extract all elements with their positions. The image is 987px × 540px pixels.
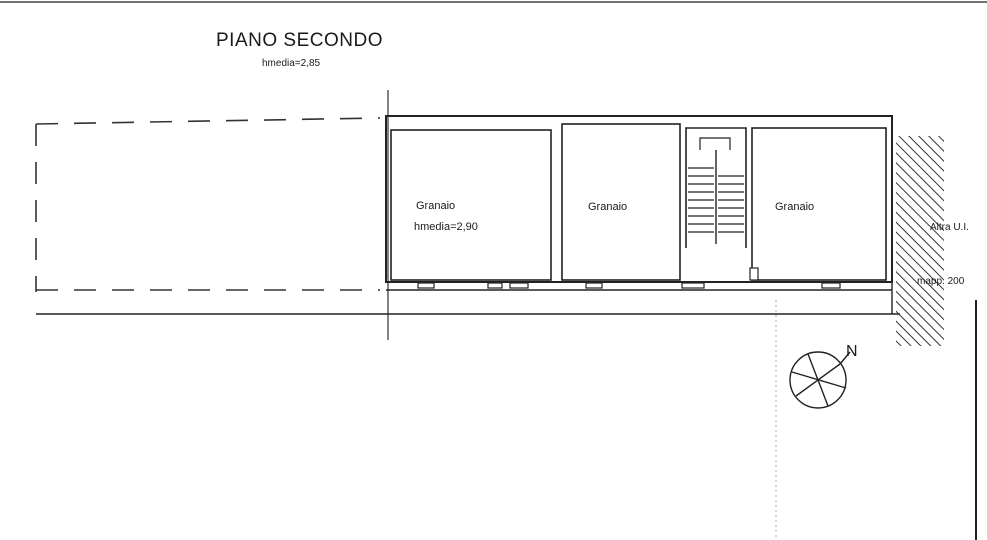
north-label: N <box>846 343 858 360</box>
facade-windows <box>417 267 841 289</box>
room-2-walls <box>561 123 681 281</box>
room-1-walls <box>390 129 552 281</box>
staircase <box>685 127 747 248</box>
room-3-name: Granaio <box>775 201 814 213</box>
room-2-name: Granaio <box>588 201 627 213</box>
neighbor-label: Altra U.I. <box>930 222 969 233</box>
room-1-name: Granaio <box>416 200 455 212</box>
room-3-walls <box>751 127 887 281</box>
neighbor-hatch-area <box>896 136 944 346</box>
building-outline <box>385 115 893 283</box>
parcel-label: mapp. 200 <box>917 276 965 287</box>
plan-title: PIANO SECONDO <box>216 30 383 51</box>
dashed-boundary <box>35 117 381 292</box>
north-arrow-icon <box>789 351 851 409</box>
plan-subtitle: hmedia=2,85 <box>262 58 321 69</box>
room-1-height: hmedia=2,90 <box>414 221 478 233</box>
